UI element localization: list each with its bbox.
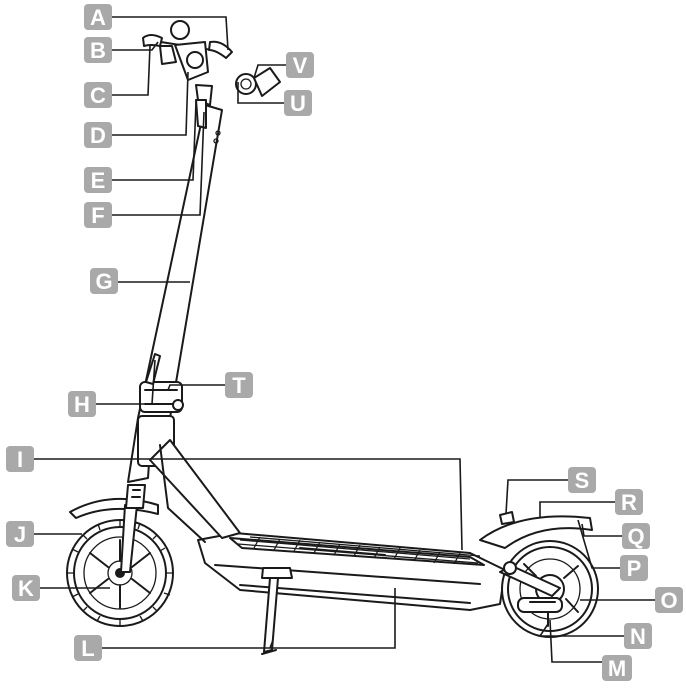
label-m: M	[602, 655, 632, 681]
label-o: O	[655, 587, 683, 613]
svg-text:A: A	[90, 5, 106, 30]
label-t: T	[225, 372, 253, 398]
leader-f	[112, 111, 205, 216]
leader-n	[538, 623, 624, 637]
steering-stem	[127, 104, 223, 483]
leader-a	[112, 16, 229, 51]
leader-r	[539, 501, 615, 518]
leader-i	[34, 458, 463, 551]
leader-s	[505, 479, 568, 515]
svg-text:E: E	[91, 168, 106, 193]
leader-h	[96, 359, 156, 405]
svg-text:F: F	[91, 203, 104, 228]
label-h: H	[68, 391, 96, 417]
svg-text:H: H	[74, 392, 90, 417]
leader-lines	[34, 16, 655, 663]
label-l: L	[74, 635, 102, 661]
rear-wheel	[499, 540, 599, 638]
svg-text:P: P	[627, 556, 642, 581]
svg-text:C: C	[90, 83, 106, 108]
label-s: S	[568, 467, 596, 493]
svg-text:I: I	[17, 447, 23, 472]
label-n: N	[624, 623, 652, 649]
label-v: V	[286, 52, 314, 78]
label-r: R	[615, 489, 643, 515]
handlebar	[142, 20, 281, 129]
front-fender	[69, 497, 159, 519]
svg-text:Q: Q	[627, 524, 644, 549]
leader-l	[102, 588, 396, 649]
svg-text:G: G	[95, 269, 112, 294]
leader-d	[112, 71, 189, 136]
leader-p	[577, 519, 620, 569]
label-d: D	[84, 122, 112, 148]
svg-text:T: T	[232, 373, 246, 398]
leader-c	[112, 45, 151, 96]
deck	[149, 439, 506, 655]
front-fork	[120, 484, 146, 573]
rear-fender	[479, 515, 593, 549]
leader-e	[112, 101, 197, 181]
svg-text:U: U	[290, 91, 306, 116]
front-wheel	[66, 519, 174, 627]
svg-text:N: N	[630, 624, 646, 649]
leader-u	[237, 82, 284, 104]
svg-text:D: D	[90, 123, 106, 148]
svg-text:M: M	[608, 656, 626, 681]
label-g: G	[90, 268, 118, 294]
leader-m	[549, 619, 602, 663]
label-u: U	[284, 90, 312, 116]
label-badges: A B C D E F G H I J K L M N O P Q R S T …	[6, 4, 683, 681]
label-f: F	[84, 202, 112, 228]
scooter-illustration	[66, 20, 599, 655]
label-c: C	[84, 82, 112, 108]
svg-text:J: J	[14, 522, 26, 547]
label-p: P	[620, 555, 648, 581]
svg-text:V: V	[293, 53, 308, 78]
label-k: K	[12, 575, 40, 601]
label-a: A	[84, 4, 112, 30]
svg-text:O: O	[660, 588, 677, 613]
label-j: J	[6, 521, 34, 547]
svg-text:R: R	[621, 490, 637, 515]
leader-v	[253, 64, 286, 79]
svg-text:B: B	[90, 38, 106, 63]
leader-q	[581, 523, 622, 537]
svg-text:S: S	[575, 468, 590, 493]
leader-t	[167, 384, 225, 391]
label-q: Q	[622, 523, 650, 549]
label-b: B	[84, 37, 112, 63]
svg-text:K: K	[18, 576, 34, 601]
svg-text:L: L	[81, 636, 94, 661]
leader-b	[112, 41, 159, 51]
label-i: I	[6, 446, 34, 472]
label-e: E	[84, 167, 112, 193]
